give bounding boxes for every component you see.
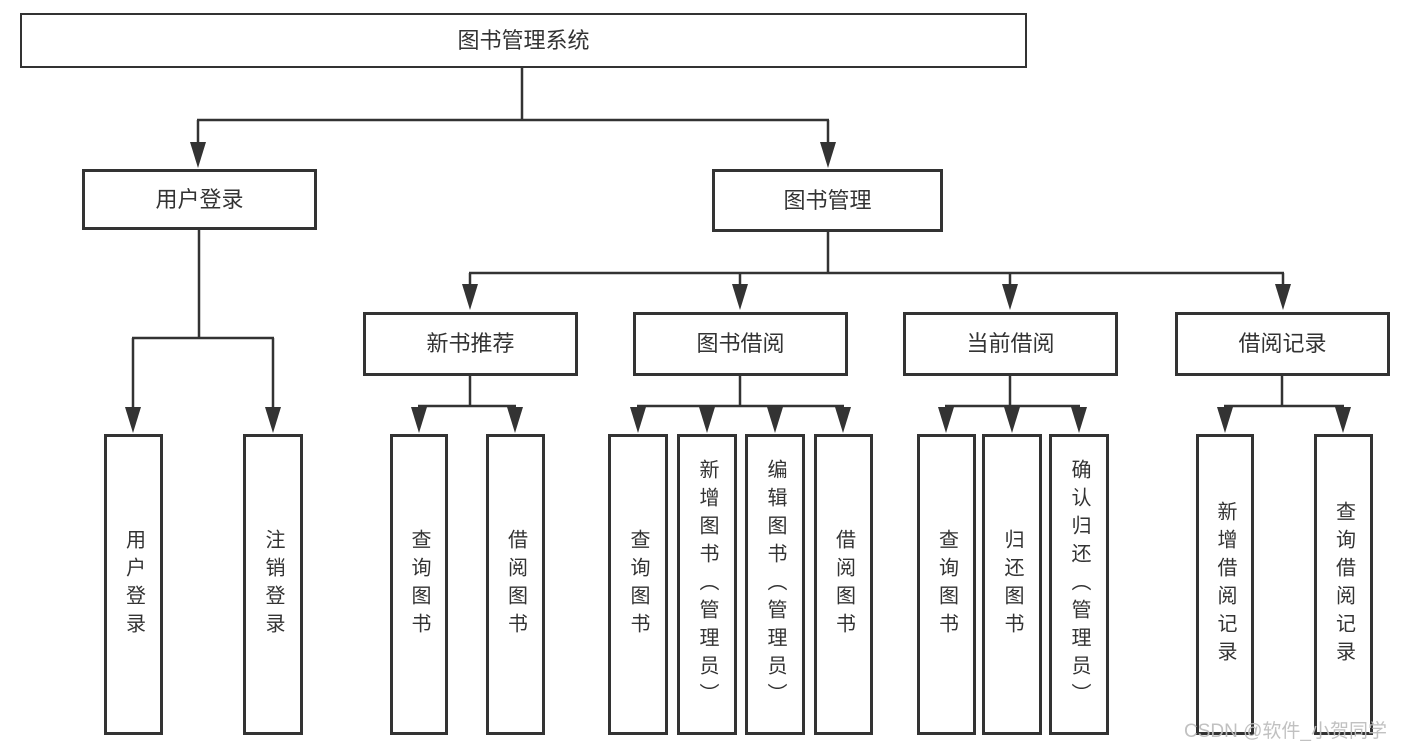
leaf-borrow-books-recommend-label: 借阅图书 bbox=[504, 528, 527, 641]
leaf-user-login-label: 用户登录 bbox=[122, 528, 145, 641]
node-user-login-label: 用户登录 bbox=[155, 186, 244, 212]
node-root-label: 图书管理系统 bbox=[457, 27, 590, 53]
leaf-edit-book-admin-label: 编辑图书（管理员） bbox=[764, 458, 786, 711]
leaf-logout-label: 注销登录 bbox=[262, 528, 284, 641]
leaf-query-books-borrow-label: 查询图书 bbox=[627, 528, 649, 641]
leaf-add-book-admin-label: 新增图书（管理员） bbox=[696, 458, 718, 711]
node-borrow-records: 借阅记录 bbox=[1175, 312, 1390, 376]
leaf-query-borrow-record: 查询借阅记录 bbox=[1314, 434, 1373, 735]
node-new-book-recommend-label: 新书推荐 bbox=[426, 331, 515, 356]
node-new-book-recommend: 新书推荐 bbox=[363, 312, 578, 376]
node-root: 图书管理系统 bbox=[20, 13, 1027, 68]
leaf-query-books-current: 查询图书 bbox=[917, 434, 976, 735]
leaf-add-borrow-record: 新增借阅记录 bbox=[1196, 434, 1254, 735]
leaf-borrow-books: 借阅图书 bbox=[814, 434, 873, 735]
leaf-return-book-label: 归还图书 bbox=[1001, 528, 1023, 641]
leaf-borrow-books-label: 借阅图书 bbox=[832, 528, 855, 641]
node-book-management-label: 图书管理 bbox=[783, 187, 872, 213]
node-current-borrow-label: 当前借阅 bbox=[966, 331, 1055, 356]
leaf-query-books-recommend: 查询图书 bbox=[390, 434, 448, 735]
leaf-edit-book-admin: 编辑图书（管理员） bbox=[745, 434, 805, 735]
leaf-query-books-borrow: 查询图书 bbox=[608, 434, 668, 735]
node-user-login: 用户登录 bbox=[82, 169, 317, 230]
leaf-query-books-recommend-label: 查询图书 bbox=[408, 528, 430, 641]
leaf-add-book-admin: 新增图书（管理员） bbox=[677, 434, 737, 735]
watermark: CSDN @软件_小贺同学 bbox=[1184, 721, 1387, 742]
leaf-borrow-books-recommend: 借阅图书 bbox=[486, 434, 545, 735]
leaf-confirm-return-admin: 确认归还（管理员） bbox=[1049, 434, 1109, 735]
node-book-borrow: 图书借阅 bbox=[633, 312, 848, 376]
leaf-return-book: 归还图书 bbox=[982, 434, 1042, 735]
leaf-query-borrow-record-label: 查询借阅记录 bbox=[1332, 500, 1355, 669]
node-book-management: 图书管理 bbox=[712, 169, 943, 232]
leaf-logout: 注销登录 bbox=[243, 434, 303, 735]
node-current-borrow: 当前借阅 bbox=[903, 312, 1118, 376]
leaf-confirm-return-admin-label: 确认归还（管理员） bbox=[1068, 458, 1090, 711]
leaf-add-borrow-record-label: 新增借阅记录 bbox=[1214, 500, 1236, 669]
node-book-borrow-label: 图书借阅 bbox=[696, 331, 785, 356]
leaf-user-login: 用户登录 bbox=[104, 434, 163, 735]
node-borrow-records-label: 借阅记录 bbox=[1238, 331, 1327, 356]
leaf-query-books-current-label: 查询图书 bbox=[935, 528, 958, 641]
